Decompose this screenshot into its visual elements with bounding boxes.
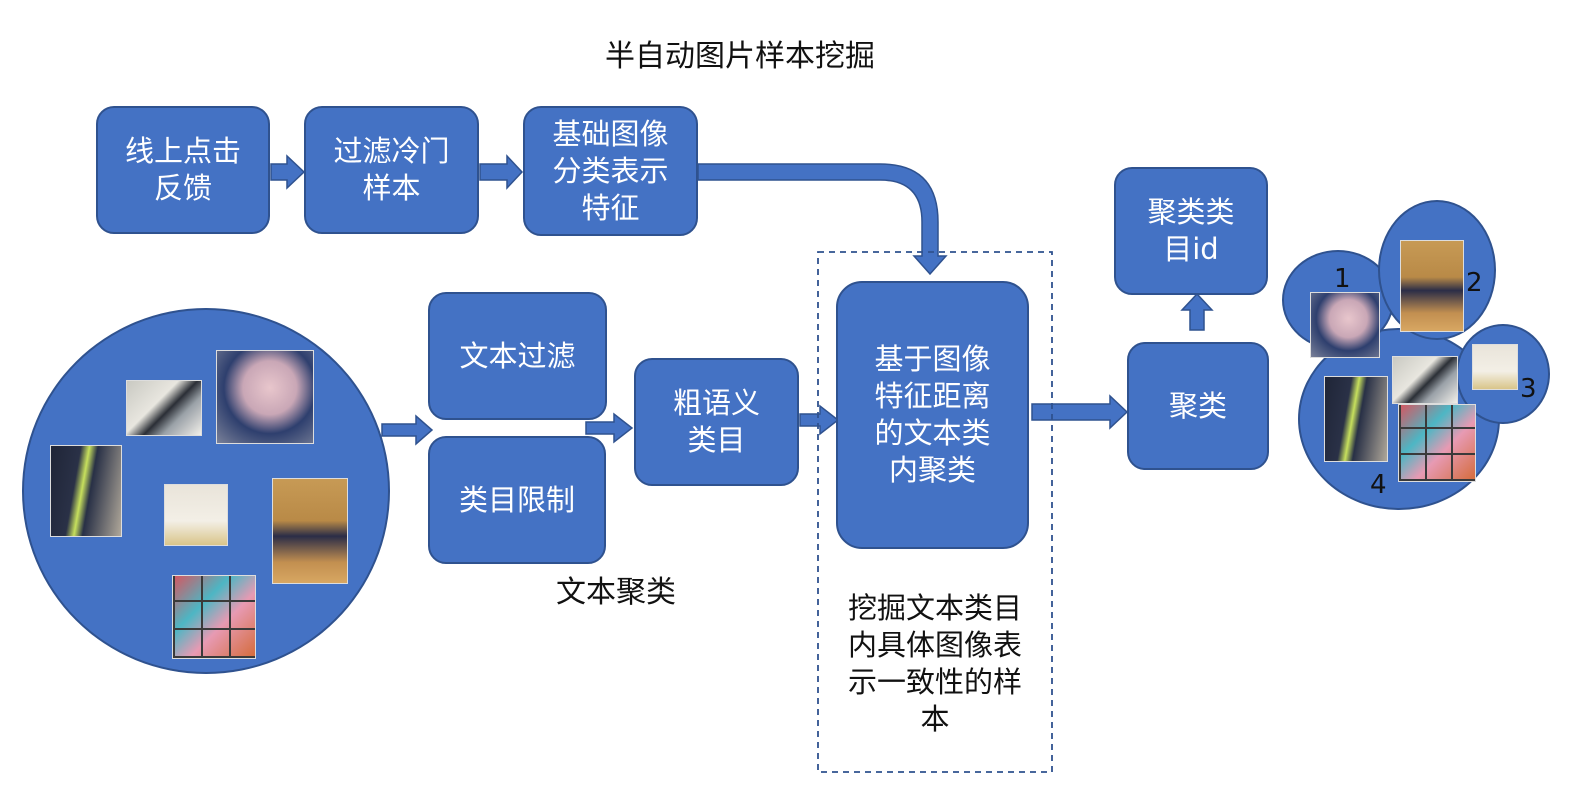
- arrow-feedback-to-filter: [270, 154, 306, 190]
- thumb-c4-shoes-dark: [1324, 376, 1388, 462]
- arrow-cluster-to-id: [1180, 292, 1214, 331]
- thumb-shoe-grid: [172, 575, 256, 659]
- cluster-number-1: 1: [1334, 264, 1351, 294]
- thumb-shoes-dark: [50, 445, 122, 537]
- arrow-coarse-to-intra: [799, 404, 840, 436]
- thumb-players: [272, 478, 348, 584]
- cluster-number-3: 3: [1520, 374, 1537, 404]
- arrow-circle-to-text: [381, 414, 434, 446]
- thumb-c4-shoe-silver: [1392, 356, 1458, 404]
- cluster-number-2: 2: [1466, 268, 1483, 298]
- thumb-jersey-24: [164, 484, 228, 546]
- node-category-limit: 类目限制: [428, 436, 606, 564]
- thumb-c1-ball: [1310, 292, 1380, 358]
- node-base-features: 基础图像 分类表示 特征: [523, 106, 698, 236]
- arrow-features-to-cluster: [697, 163, 948, 276]
- node-cluster-id: 聚类类 目id: [1114, 167, 1268, 295]
- thumb-c4-shoe-grid: [1398, 404, 1476, 482]
- thumb-ball-pink: [216, 350, 314, 444]
- arrow-intra-to-cluster: [1031, 394, 1129, 430]
- arrow-filter-to-features: [479, 154, 524, 190]
- label-text-cluster: 文本聚类: [556, 575, 676, 610]
- label-mining-desc: 挖掘文本类目 内具体图像表 示一致性的样 本: [847, 591, 1022, 736]
- thumb-c2-players: [1400, 240, 1464, 332]
- cluster-number-4: 4: [1370, 470, 1387, 500]
- node-intra-cluster: 基于图像 特征距离 的文本类 内聚类: [836, 281, 1029, 549]
- node-cluster: 聚类: [1127, 342, 1269, 470]
- thumb-c3-jersey: [1472, 344, 1518, 390]
- thumb-shoe-silver: [126, 380, 202, 436]
- node-click-feedback: 线上点击 反馈: [96, 106, 270, 234]
- node-filter-cold: 过滤冷门 样本: [304, 106, 479, 234]
- arrow-text-to-coarse: [585, 412, 634, 444]
- mining-region-dashed: [817, 251, 1053, 773]
- node-coarse-semantic: 粗语义 类目: [634, 358, 799, 486]
- node-text-filter: 文本过滤: [428, 292, 607, 420]
- diagram-title: 半自动图片样本挖掘: [605, 39, 875, 74]
